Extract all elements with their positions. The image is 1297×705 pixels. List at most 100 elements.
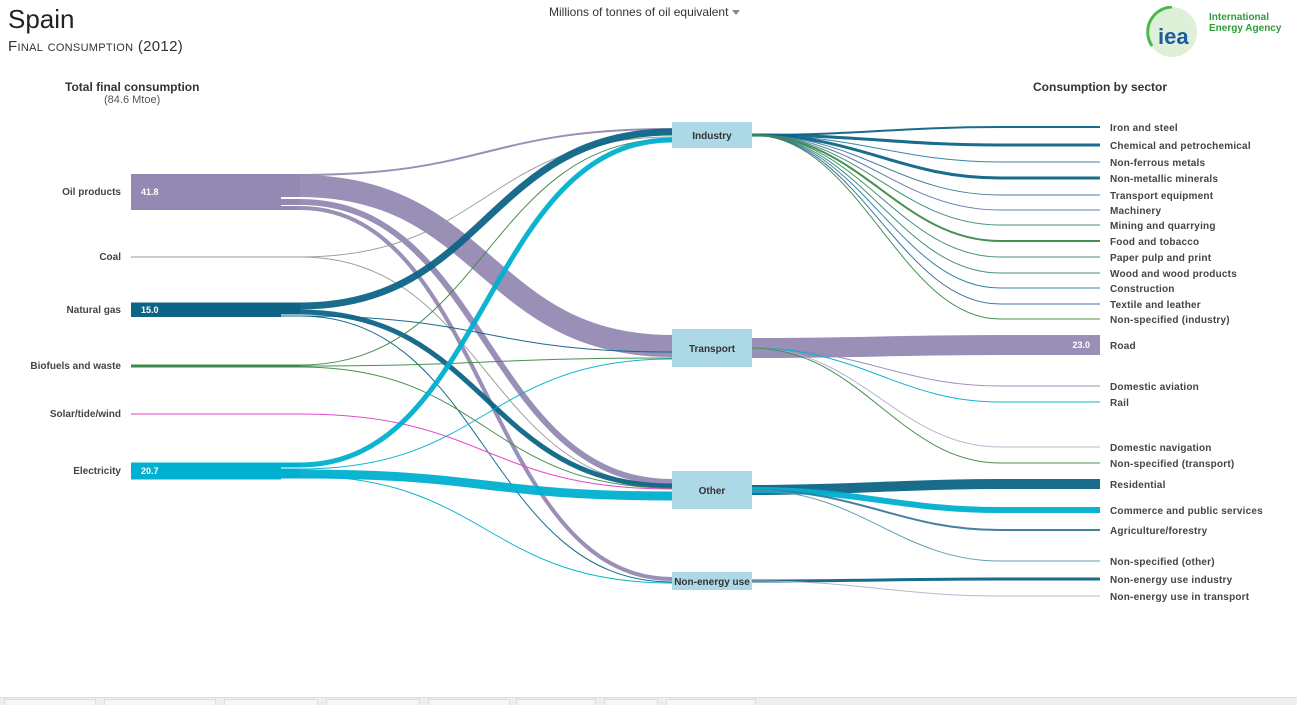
logo-arc <box>1146 6 1173 47</box>
sector-node[interactable] <box>672 122 752 148</box>
source-bar <box>131 364 281 368</box>
bottom-tab[interactable] <box>516 699 596 705</box>
logo-agency-name: International Energy Agency <box>1209 12 1297 34</box>
nodes-layer <box>131 122 752 590</box>
sector-node[interactable] <box>672 329 752 367</box>
left-column-subtitle: (84.6 Mtoe) <box>104 94 161 106</box>
bottom-tab[interactable] <box>428 699 510 705</box>
subsector-label: Non-metallic minerals <box>1110 174 1218 185</box>
subsector-label: Road <box>1110 341 1136 352</box>
subsector-label: Domestic aviation <box>1110 382 1199 393</box>
source-label: Natural gas <box>67 305 122 316</box>
subsector-label: Iron and steel <box>1110 123 1178 134</box>
logo-circle <box>1147 7 1197 57</box>
sector-to-subsector-flow <box>751 134 1100 274</box>
source-bar <box>131 413 281 415</box>
subsector-label: Chemical and petrochemical <box>1110 141 1251 152</box>
sector-to-subsector-flow <box>751 347 1100 448</box>
source-value-label: 20.7 <box>141 466 159 476</box>
sector-to-subsector-flow <box>751 347 1100 387</box>
sector-to-subsector-flow <box>751 489 1100 562</box>
flow-ribbon <box>299 315 673 353</box>
sector-to-subsector-flow <box>751 134 1100 289</box>
flow-ribbon <box>299 475 673 584</box>
subsector-label: Non-ferrous metals <box>1110 158 1206 169</box>
flow-ribbon <box>299 366 673 489</box>
left-column-title: Total final consumption <box>65 80 200 94</box>
logo-text-line1: International <box>1209 12 1270 23</box>
bottom-tab[interactable] <box>604 699 658 705</box>
subsector-value-label: 23.0 <box>1072 340 1090 350</box>
chart-subtitle: Final consumption (2012) <box>8 38 184 55</box>
iea-logo: iea <box>1146 6 1197 57</box>
source-label: Solar/tide/wind <box>50 409 121 420</box>
sector-label: Non-energy use <box>674 577 750 588</box>
flow-ribbon <box>299 138 673 366</box>
sector-to-subsector-flow <box>751 347 1100 403</box>
bottom-tab[interactable] <box>666 699 756 705</box>
subsector-label: Non-specified (industry) <box>1110 315 1230 326</box>
sector-to-subsector-flow <box>751 134 1100 258</box>
subsector-label: Commerce and public services <box>1110 506 1263 517</box>
flow-ribbon <box>299 358 673 470</box>
source-bar <box>131 462 281 480</box>
flow-ribbon <box>299 128 673 176</box>
flow-ribbon <box>299 469 673 501</box>
unit-dropdown[interactable]: Millions of tonnes of oil equivalent <box>549 5 741 19</box>
sector-to-subsector-flow <box>751 134 1100 196</box>
sector-label: Transport <box>689 344 736 355</box>
source-value-label: 41.8 <box>141 187 159 197</box>
unit-dropdown-label: Millions of tonnes of oil equivalent <box>549 5 729 19</box>
sector-label: Other <box>699 486 726 497</box>
source-label: Oil products <box>62 187 121 198</box>
sector-to-subsector-flow <box>751 134 1100 305</box>
bottom-tab[interactable] <box>326 699 420 705</box>
sector-to-subsector-flow <box>751 126 1100 136</box>
source-label: Coal <box>99 252 121 263</box>
subsector-label: Paper pulp and print <box>1110 253 1212 264</box>
sector-node[interactable] <box>672 471 752 509</box>
subsector-label: Mining and quarrying <box>1110 221 1216 232</box>
bottom-tab[interactable] <box>104 699 216 705</box>
source-bar <box>131 303 281 317</box>
bottom-tab[interactable] <box>4 699 96 705</box>
logo-text-line2: Energy Agency <box>1209 23 1282 34</box>
flow-ribbon <box>299 309 673 489</box>
sector-to-subsector-flow <box>751 134 1100 211</box>
country-title: Spain <box>8 4 75 34</box>
sector-node[interactable] <box>672 572 752 590</box>
subsector-label: Food and tobacco <box>1110 237 1199 248</box>
flow-ribbon <box>299 175 673 357</box>
subsector-label: Machinery <box>1110 206 1162 217</box>
logo-mark: iea <box>1158 24 1189 49</box>
sector-to-subsector-flow <box>751 347 1100 464</box>
flow-ribbon <box>299 137 673 468</box>
subsector-label: Domestic navigation <box>1110 443 1212 454</box>
right-column-title: Consumption by sector <box>1033 80 1168 94</box>
subsector-label: Textile and leather <box>1110 300 1201 311</box>
sector-to-subsector-flow <box>751 133 1100 180</box>
flow-ribbon <box>299 206 673 581</box>
source-value-label: 15.0 <box>141 305 159 315</box>
flow-ribbon <box>299 413 673 490</box>
subsector-label: Residential <box>1110 480 1166 491</box>
flow-ribbon <box>299 128 673 310</box>
sector-to-subsector-flow <box>751 580 1100 597</box>
bottom-tab[interactable] <box>224 699 318 705</box>
sector-to-subsector-flow <box>751 335 1100 358</box>
subsector-label: Non-specified (other) <box>1110 557 1215 568</box>
source-label: Electricity <box>73 466 121 477</box>
flow-ribbon <box>299 357 673 367</box>
subsector-label: Transport equipment <box>1110 191 1214 202</box>
subsector-label: Non-energy use in transport <box>1110 592 1250 603</box>
subsector-label: Construction <box>1110 284 1175 295</box>
caret-down-icon <box>732 10 741 16</box>
subsector-label: Agriculture/forestry <box>1110 526 1208 537</box>
sector-label: Industry <box>692 131 732 142</box>
sector-to-subsector-flow <box>751 133 1100 147</box>
source-label: Biofuels and waste <box>30 361 121 372</box>
subsector-label: Rail <box>1110 398 1129 409</box>
flow-ribbon <box>299 256 673 487</box>
flow-ribbon <box>299 315 673 583</box>
